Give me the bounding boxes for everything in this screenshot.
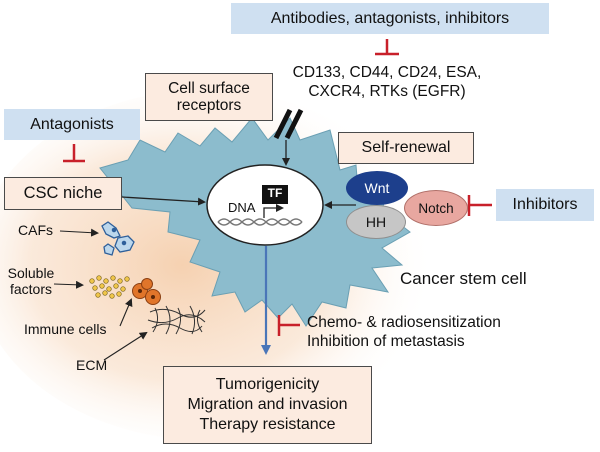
outcomes-box: Tumorigenicity Migration and invasion Th… xyxy=(163,366,372,444)
dna-label: DNA xyxy=(228,200,256,215)
cell-surface-receptors-box: Cell surface receptors xyxy=(145,73,273,121)
self-renewal-box: Self-renewal xyxy=(338,132,474,164)
csc-niche-label: CSC niche xyxy=(23,184,103,203)
immune-pointer xyxy=(119,298,133,327)
inhibitor-bar-notch xyxy=(467,195,492,216)
inhibitors-label: Inhibitors xyxy=(512,196,578,214)
soluble-line-2: factors xyxy=(9,281,52,297)
inhibitor-bar-antagonists xyxy=(63,144,85,163)
antagonists-label: Antagonists xyxy=(30,115,114,133)
niche-arrow xyxy=(121,196,206,206)
tf-label: TF xyxy=(267,186,283,200)
outcome-migration: Migration and invasion xyxy=(187,396,348,413)
markers-line-2: CXCR4, RTKs (EGFR) xyxy=(308,83,466,100)
wnt-label: Wnt xyxy=(364,180,390,196)
cafs-pointer xyxy=(59,228,99,237)
nucleus xyxy=(206,164,324,246)
cafs-icon xyxy=(101,221,135,256)
hh-pathway: HH xyxy=(346,205,406,239)
receptor-bar-1 xyxy=(273,108,293,140)
wnt-pathway: Wnt xyxy=(346,171,408,205)
antibodies-antagonists-inhibitors-box: Antibodies, antagonists, inhibitors xyxy=(231,3,549,34)
surface-markers: CD133, CD44, CD24, ESA, CXCR4, RTKs (EGF… xyxy=(284,63,490,101)
markers-line-1: CD133, CD44, CD24, ESA, xyxy=(292,64,482,81)
hh-label: HH xyxy=(365,214,387,230)
cafs-label: CAFs xyxy=(18,222,53,238)
treatment-line-1: Chemo- & radiosensitization xyxy=(307,314,501,331)
soluble-pointer xyxy=(53,280,84,289)
treatment-effects: Chemo- & radiosensitization Inhibition o… xyxy=(307,313,501,351)
dna-helix xyxy=(217,218,303,226)
outcome-tumorigenicity: Tumorigenicity xyxy=(215,376,320,393)
ecm-icon xyxy=(147,305,206,335)
cancer-stem-cell-label: Cancer stem cell xyxy=(400,269,527,288)
antibodies-label: Antibodies, antagonists, inhibitors xyxy=(270,9,510,27)
outcome-therapy-resistance: Therapy resistance xyxy=(199,416,336,433)
tf-block xyxy=(262,185,288,204)
cell-surface-line-1: Cell surface xyxy=(168,79,250,97)
transcription-arrow xyxy=(263,204,284,218)
immune-cells-label: Immune cells xyxy=(24,321,107,337)
receptor-bar-2 xyxy=(284,108,304,140)
csc-niche-box: CSC niche xyxy=(4,177,122,210)
cell-surface-line-2: receptors xyxy=(176,97,242,114)
inhibitor-bar-top xyxy=(375,39,399,56)
ecm-label: ECM xyxy=(76,357,108,373)
soluble-line-1: Soluble xyxy=(7,265,55,281)
notch-label: Notch xyxy=(418,200,454,216)
inhibitors-box: Inhibitors xyxy=(496,189,594,221)
soluble-factors-label: Soluble factors xyxy=(4,265,58,297)
inhibitor-bar-treatment xyxy=(277,315,300,336)
notch-pathway: Notch xyxy=(404,190,468,226)
self-renewal-label: Self-renewal xyxy=(361,139,451,157)
immune-cells-icon xyxy=(132,278,161,305)
soluble-factors-icon xyxy=(89,275,130,299)
antagonists-box: Antagonists xyxy=(4,109,140,140)
ecm-pointer xyxy=(103,331,148,361)
treatment-line-2: Inhibition of metastasis xyxy=(307,333,465,350)
